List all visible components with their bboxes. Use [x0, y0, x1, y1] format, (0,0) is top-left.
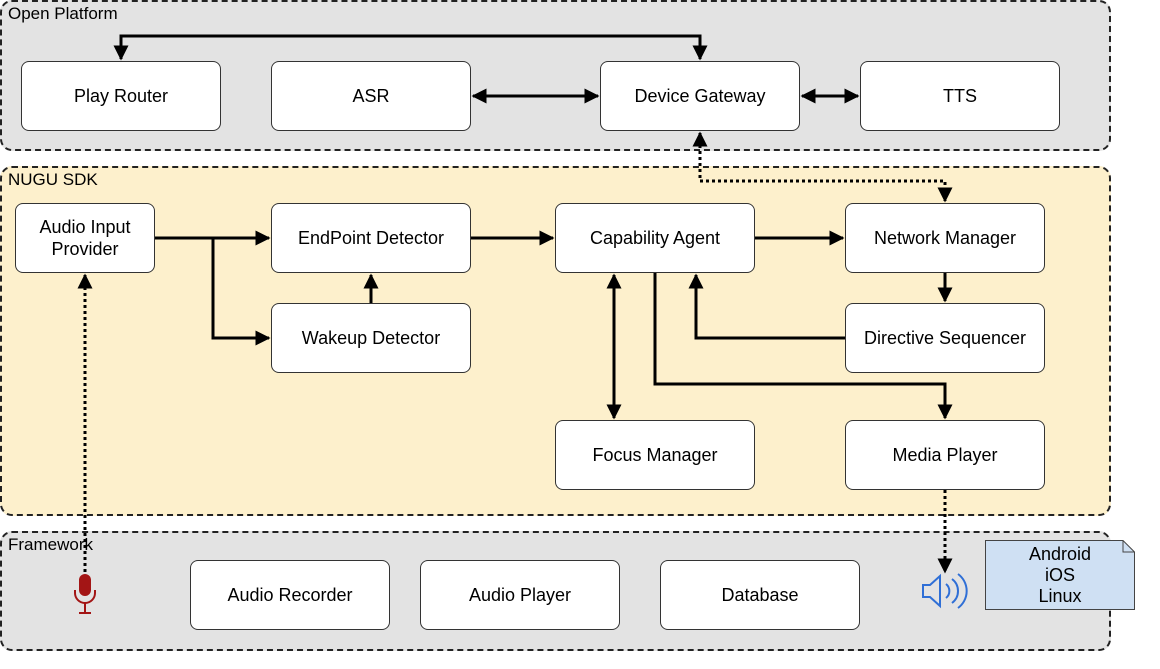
edge-audio-input-wakeup: [211, 238, 271, 346]
platforms-note: Android iOS Linux: [985, 540, 1135, 610]
edge-device-gateway-network-manager: [692, 131, 953, 203]
asr-box: ASR: [271, 61, 471, 131]
tts-text: TTS: [943, 86, 977, 106]
platform-android: Android: [1028, 543, 1092, 564]
endpoint-detector-box: EndPoint Detector: [271, 203, 471, 273]
play-router-box: Play Router: [21, 61, 221, 131]
platform-ios: iOS: [1044, 564, 1075, 585]
wakeup-detector-text: Wakeup Detector: [301, 328, 441, 348]
capability-agent-box: Capability Agent: [555, 203, 755, 273]
network-manager-box: Network Manager: [845, 203, 1045, 273]
audio-recorder-box: Audio Recorder: [190, 560, 390, 630]
edge-capability-media: [653, 273, 953, 420]
capability-agent-text: Capability Agent: [589, 228, 721, 248]
database-box: Database: [660, 560, 860, 630]
audio-input-provider-line2: Provider: [51, 239, 119, 259]
device-gateway-box: Device Gateway: [600, 61, 800, 131]
media-player-text: Media Player: [892, 445, 998, 465]
platform-linux: Linux: [1038, 585, 1082, 606]
wakeup-detector-box: Wakeup Detector: [271, 303, 471, 373]
network-manager-text: Network Manager: [873, 228, 1017, 248]
media-player-box: Media Player: [845, 420, 1045, 490]
speaker-icon: [922, 573, 968, 609]
audio-recorder-text: Audio Recorder: [227, 585, 353, 605]
play-router-text: Play Router: [73, 86, 169, 106]
tts-box: TTS: [860, 61, 1060, 131]
open-platform-label: Open Platform: [8, 4, 118, 23]
audio-player-text: Audio Player: [468, 585, 572, 605]
audio-input-provider-line1: Audio Input: [39, 217, 131, 237]
device-gateway-text: Device Gateway: [634, 86, 766, 106]
asr-text: ASR: [352, 86, 390, 106]
framework-label: Framework: [8, 535, 94, 554]
audio-input-provider-box: Audio Input Provider: [15, 203, 155, 273]
audio-player-box: Audio Player: [420, 560, 620, 630]
focus-manager-box: Focus Manager: [555, 420, 755, 490]
edge-directive-capability: [688, 273, 845, 340]
note-shape: [985, 540, 1135, 610]
nugu-sdk-label: NUGU SDK: [8, 170, 98, 189]
endpoint-detector-text: EndPoint Detector: [297, 228, 445, 248]
microphone-icon: [74, 574, 96, 614]
edge-play-router-device-gateway: [113, 34, 708, 61]
directive-sequencer-text: Directive Sequencer: [863, 328, 1027, 348]
directive-sequencer-box: Directive Sequencer: [845, 303, 1045, 373]
database-text: Database: [721, 585, 799, 605]
focus-manager-text: Focus Manager: [592, 445, 718, 465]
